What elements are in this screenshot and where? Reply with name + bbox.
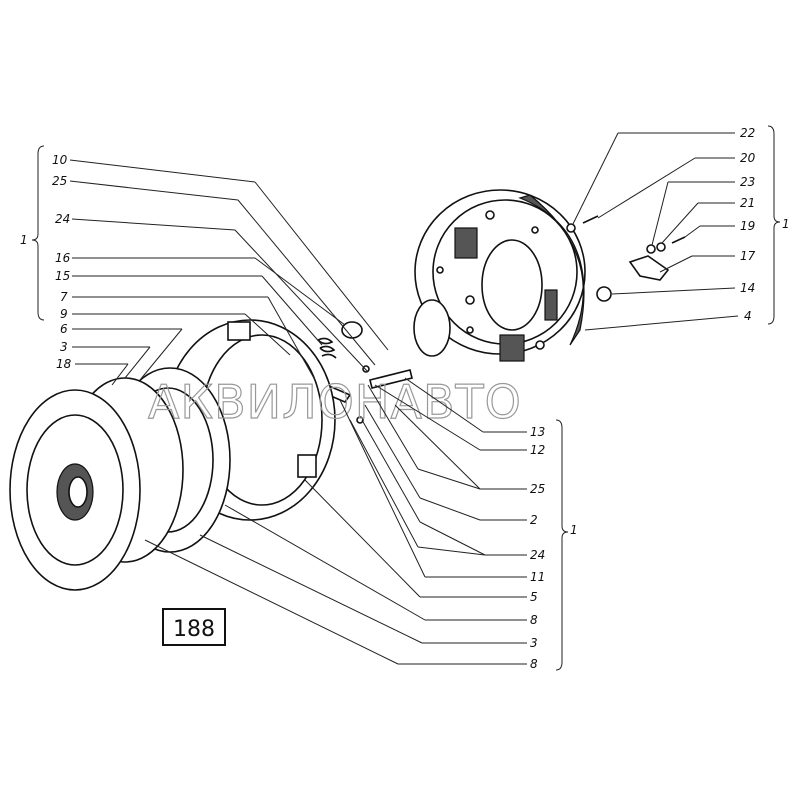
callout-24b: 24 (530, 548, 545, 562)
callout-7: 7 (60, 290, 68, 304)
callout-14: 14 (740, 281, 755, 295)
plate-17 (628, 255, 670, 281)
callout-13: 13 (530, 425, 545, 439)
callout-20: 20 (740, 151, 756, 165)
callout-18: 18 (56, 357, 72, 371)
callout-3: 3 (60, 340, 68, 354)
callout-23: 23 (740, 175, 755, 189)
callout-11: 11 (530, 570, 545, 584)
callout-12: 12 (530, 443, 545, 457)
left-brace (31, 145, 45, 321)
right-top-callouts: 22 20 23 21 19 17 14 4 (572, 126, 756, 331)
right-bottom-brace (555, 419, 569, 671)
spring-15 (317, 337, 337, 359)
clutch-housing (414, 189, 586, 362)
callout-16: 16 (55, 251, 71, 265)
fork-13 (369, 369, 413, 389)
assembly-label-left: 1 (20, 233, 28, 247)
driven-disc-front (9, 377, 184, 591)
callout-19: 19 (740, 219, 755, 233)
bolt-19 (671, 236, 686, 244)
callout-24: 24 (55, 212, 70, 226)
callout-9: 9 (60, 307, 68, 321)
callout-17: 17 (740, 249, 756, 263)
figure-number-box (162, 608, 226, 646)
callout-21: 21 (740, 196, 755, 210)
callout-15: 15 (55, 269, 70, 283)
callout-22: 22 (740, 126, 755, 140)
callout-6: 6 (60, 322, 68, 336)
callout-8b: 8 (530, 657, 538, 671)
callout-2: 2 (530, 513, 538, 527)
callout-10: 10 (52, 153, 68, 167)
callout-25: 25 (52, 174, 67, 188)
release-ring (413, 299, 451, 357)
callout-5: 5 (530, 590, 538, 604)
figure-number: 188 (173, 617, 215, 642)
nut-14 (596, 286, 612, 302)
right-top-brace (767, 125, 781, 325)
callout-8: 8 (530, 613, 538, 627)
assembly-label-right-bottom: 1 (570, 523, 578, 537)
callout-4: 4 (744, 309, 752, 323)
callout-25b: 25 (530, 482, 545, 496)
assembly-label-right-top: 1 (782, 217, 790, 231)
left-callouts: 10 25 24 16 15 7 9 6 3 18 (52, 153, 389, 386)
bolt-20 (582, 215, 599, 224)
parts-drawing (9, 189, 686, 591)
watermark: АКВИЛОНАВТО (148, 375, 522, 429)
right-bottom-callouts: 13 12 25 2 24 11 5 8 3 8 (144, 377, 545, 671)
nut-22 (566, 223, 576, 233)
callout-3b: 3 (530, 636, 538, 650)
